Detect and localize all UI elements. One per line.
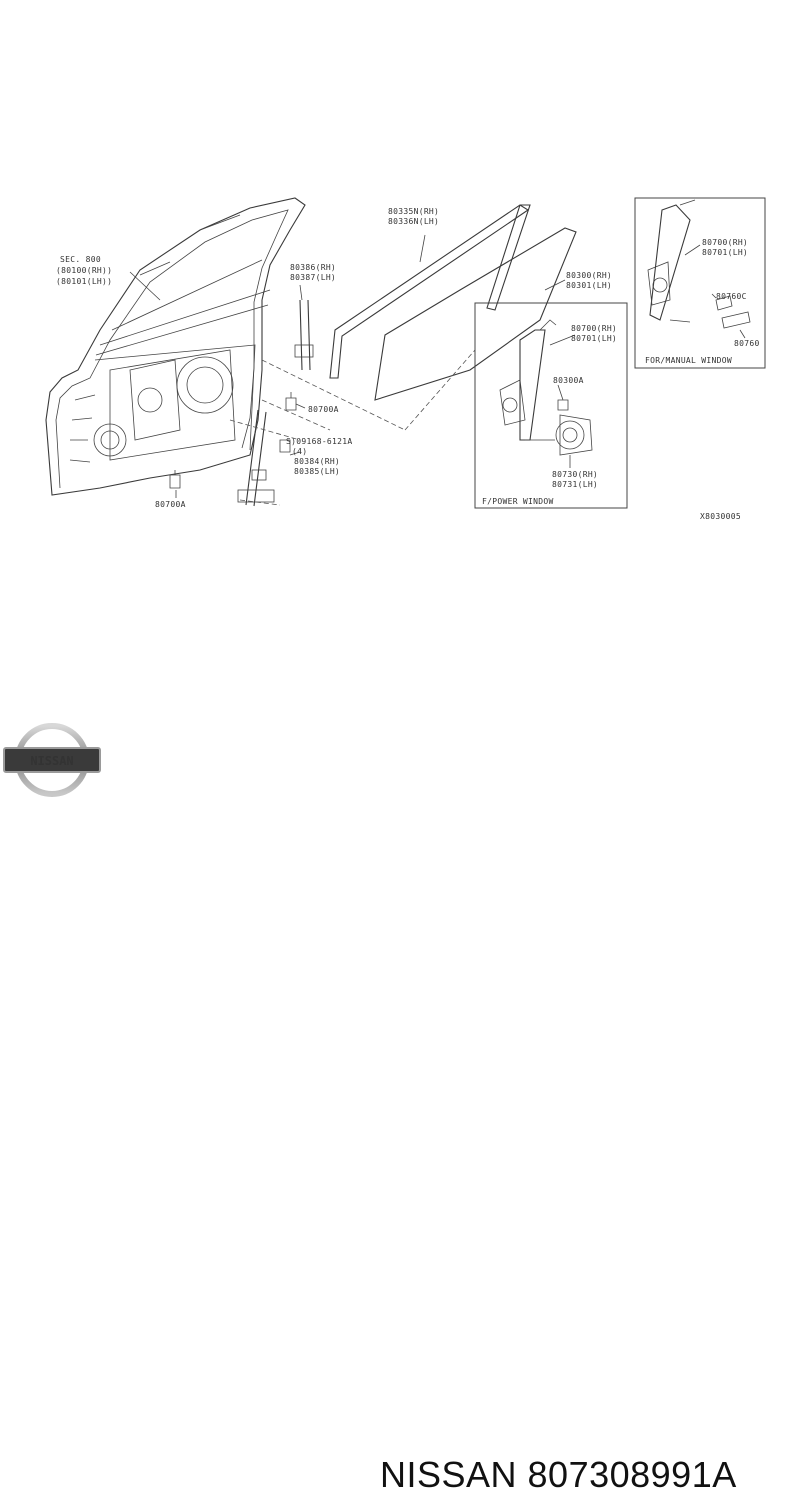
- label-motor-lh: 80731(LH): [552, 480, 598, 489]
- label-manual-regulator-rh: 80700(RH): [702, 238, 748, 247]
- label-sash-lower-lh: 80385(LH): [294, 467, 340, 476]
- label-bolt-lower: 80700A: [155, 500, 186, 509]
- part-labels: SEC. 800 (80100(RH)) (80101(LH)) 80386(R…: [56, 207, 760, 521]
- label-glass-rh: 80300(RH): [566, 271, 612, 280]
- sec-label-line-1: SEC. 800: [60, 255, 101, 264]
- part-title: NISSAN 807308991A: [380, 1454, 737, 1495]
- label-sash-upper-lh: 80387(LH): [290, 273, 336, 282]
- label-power-regulator-rh: 80700(RH): [571, 324, 617, 333]
- label-clip-qty: (4): [292, 447, 307, 456]
- nissan-logo: NISSAN: [3, 723, 101, 797]
- logo-text: NISSAN: [30, 754, 73, 768]
- manual-window-box: [634, 197, 766, 369]
- label-handle-c: 80760C: [716, 292, 747, 301]
- manual-window-box-title: FOR/MANUAL WINDOW: [645, 356, 732, 365]
- diagram-code: X8030005: [700, 512, 741, 521]
- label-handle: 80760: [734, 339, 760, 348]
- window-glass-drawing: [329, 204, 577, 401]
- label-power-bolt: 80300A: [553, 376, 584, 385]
- label-power-regulator-lh: 80701(LH): [571, 334, 617, 343]
- door-panel-drawing: [45, 197, 306, 496]
- power-window-box-title: F/POWER WINDOW: [482, 497, 554, 506]
- label-bolt-upper: 80700A: [308, 405, 339, 414]
- power-window-box: [474, 302, 628, 509]
- label-manual-regulator-lh: 80701(LH): [702, 248, 748, 257]
- leader-lines: [229, 349, 476, 506]
- label-sash-lower-rh: 80384(RH): [294, 457, 340, 466]
- label-motor-rh: 80730(RH): [552, 470, 598, 479]
- callout-lines: [129, 234, 566, 498]
- label-seal-rh: 80335N(RH): [388, 207, 439, 216]
- bolt-drawings: [169, 392, 297, 489]
- label-seal-lh: 80336N(LH): [388, 217, 439, 226]
- sec-label-line-3: (80101(LH)): [56, 277, 112, 286]
- label-clip: S)09168-6121A: [286, 437, 353, 446]
- sash-channel-drawings: [237, 299, 314, 507]
- sec-label-line-2: (80100(RH)): [56, 266, 112, 275]
- label-glass-lh: 80301(LH): [566, 281, 612, 290]
- label-sash-upper-rh: 80386(RH): [290, 263, 336, 272]
- brand-footer: NISSAN NISSAN 807308991A: [0, 718, 800, 1495]
- parts-diagram: SEC. 800 (80100(RH)) (80101(LH)) 80386(R…: [45, 197, 766, 521]
